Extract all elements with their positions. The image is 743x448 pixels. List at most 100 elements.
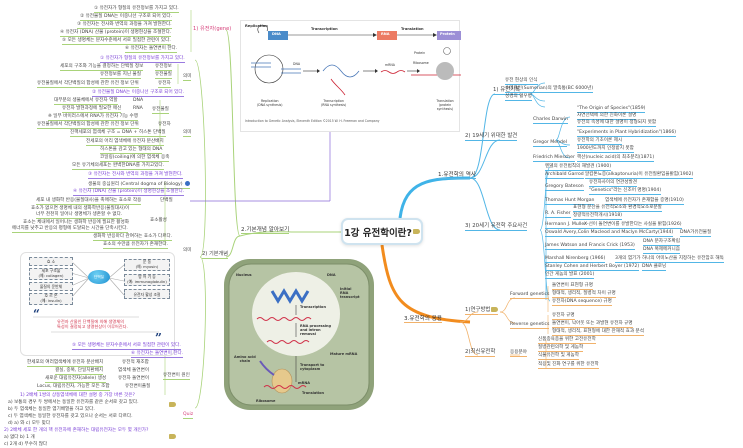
event[interactable]: 인간 게놈의 발표 (2001) [545,272,595,279]
forward-item[interactable]: 형태적, 생리적, 질병적 차이 규명 [552,291,616,298]
application-sub1[interactable]: 1)연구방법 [465,307,499,315]
event-item[interactable]: "Genetics"라는 신조어 명명(1904) [589,188,662,195]
concept-row: 효소는 체내에서 일어나는 생화학 반응에 필요한 활성화 [23,220,129,225]
event-item[interactable]: X-선이 돌연변이를 유발한다는 사실을 밝힘(1926) [584,222,682,229]
event-item[interactable]: 염색체에 유전자가 존재함을 증명(1910) [605,198,684,205]
concept-row: 유전자 발현과정에 필요한 매신 [62,106,122,113]
quiz-option[interactable]: c) 두 염색체는 동일한 유전자를 갖고 있으나 순서는 서로 다르다. [8,414,133,419]
event[interactable]: James Watson and Francis Crick (1953) [545,243,635,250]
event[interactable]: Marshall Nirenberg (1966) [545,256,606,263]
history-sub3[interactable]: 3) 20세기 유전학 주요사건 [465,223,528,231]
event[interactable]: R. A. Fisher [545,211,571,218]
quiz-option[interactable]: d) a) 와 c) 모두 맞다 [8,421,51,426]
history-sub1-item[interactable]: 수메르인(Sumerian)의 말족통(BC 6000년) [505,86,594,93]
concept-1-title[interactable]: ① 유전자가 형질의 유전정보를 가지고 있다. [100,56,185,63]
applied-item[interactable]: 신품종육종을 위한 고전유전학 [538,337,596,344]
concept-row: 세포 내 생화학 반응(물질대사)을 촉매하는 효소로 작용 [36,198,142,205]
quiz-option[interactable]: a) 없다 b) 1 개 [4,435,35,440]
miescher-item[interactable]: 핵산(nucleic acid)의 최초분리(1871) [577,155,655,162]
history-sub2[interactable]: 2) 19세기 위대한 발견 [465,133,518,141]
mendel-item[interactable]: 유전학의 기초이론 제시 [577,138,623,145]
gene-item[interactable]: ⑤ 모든 생명체는 분자수준에서 서로 밀접한 관련이 있다. [62,38,171,45]
mrna-label: mRNA [298,381,310,385]
central-dogma-figure: Replication DNA Transcription RNA Transl… [240,20,461,132]
event-item[interactable]: 알캅톤뇨증(alkaptonuria)이 유전질환임을밝힘(1902) [585,172,694,179]
event-item[interactable]: 표현형 분산을 유전적요소와 환경적요소로분할 [573,205,662,212]
event[interactable]: 멘델의 유전법칙의 재발견 (1900) [545,164,612,171]
event-item[interactable]: 3개의 염기가 하나의 아미노산을 지정하는 유전암호 해독 [615,256,724,263]
concept-row-tag: 유전적 재조합 [122,360,149,365]
concept-2-title[interactable]: ② 유전물질 DNA는 이중나선 구조로 되어 있다. [92,90,185,97]
dna-box-label: DNA [272,32,281,36]
quiz-option[interactable]: a) 보통의 경우 두 쌍에서는 동일한 유전자를 같은 순서로 갖고 있다. [8,400,139,405]
application-sub1-label: 1)연구방법 [465,307,491,313]
concept-3-title[interactable]: ③ 유전자는 전사와 번역의 과정을 거쳐 발현한다. [88,172,183,179]
event-item[interactable]: DNA 분자구조확립 [643,239,680,246]
event-item[interactable]: DNA 클로닝 [642,264,667,271]
gene-node[interactable]: 1) 유전자(gene) [193,26,232,32]
history-sub1-item[interactable]: 유전 현상의 인식 [505,78,538,85]
branch-basics[interactable]: 2.기본개념 알아보기 [241,227,290,234]
reverse-item[interactable]: 돌연변이, 낙아웃 또는 과발현 유전자 규명 [552,321,633,328]
reverse-item[interactable]: 유전자 규명 [552,313,575,320]
event[interactable]: Thomas Hunt Morgan [545,198,595,205]
mendel-item[interactable]: 1900년도까지 인정받지 못함 [577,146,634,153]
mendel-item[interactable]: "Experiments in Plant Hybridization"(186… [577,130,677,137]
event-item[interactable]: 정량적유전학개시(1918) [573,213,623,220]
concept-6-title[interactable]: ⑥ 유전자는 돌연변이 한다. [131,351,184,358]
darwin-item[interactable]: 유전의 속성에 대한 설명이 정형되지 못함 [577,120,657,127]
person-darwin[interactable]: Charles Darwin [533,117,568,124]
branch-application[interactable]: 3.유전학의 응용 [404,316,442,323]
concept-row: 히스톤을 감고 있는 형태의 DNA [100,147,163,154]
forward-item[interactable]: 유전자(DNA sequence) 규명 [552,299,612,306]
person-miescher[interactable]: Friedrich Miescher [533,155,575,162]
person-mendel[interactable]: Gregor Mendel [533,140,567,147]
gene-item[interactable]: ④ 유전자 (DNA) 산물 (protein)이 생명현상을 조절한다. [60,30,172,37]
group-applied-fields[interactable]: 응용분야 [510,350,527,357]
quiz-node[interactable]: Quiz [183,412,194,419]
concepts-node[interactable]: 2) 기본개념 [202,251,229,259]
info-icon [184,181,190,186]
applied-item[interactable]: 질병관련의학 및 게놈학 [538,345,584,352]
quiz-question-2: 2) 2배체 세포 한 개의 핵 유전자에 존재하는 대립유전자는 모두 몇 개… [4,428,149,433]
darwin-item[interactable]: "The Origin of Species"(1859) [577,106,646,113]
meaning-tag: 의미 [183,130,192,137]
event-item[interactable]: DNA가유전물질 [680,230,712,237]
applied-item[interactable]: 적응및 진화 연구를 위한 유전학 [538,362,599,369]
protein-function-panel: 효 소 세포 구조물 (예: collagen) 물질의 운반체 호 르 몬 (… [20,252,175,356]
event-item[interactable]: DNA 복제메커니즘 [643,247,680,254]
event[interactable]: Gregory Bateson [545,184,584,191]
forward-item[interactable]: 돌연변이 표현형 규명 [552,283,593,290]
concept-row: 새로운 대립유전자(allele) 생성 [45,376,107,383]
event[interactable]: Archibald Garrod [545,172,584,179]
ribosome-label: Ribosome [256,399,276,403]
history-sub1[interactable]: 1) 유전기록 [493,87,521,95]
group-forward-genetics[interactable]: Forward genetics [510,292,550,299]
event[interactable]: Stanley Cohen and Herbert Boyer (1972) [545,264,640,271]
central-dogma[interactable]: 생물의 중심원리 (Central dogma of Biology) [88,181,190,189]
central-topic-label: 1강 유전학이란? [344,227,412,239]
gene-item[interactable]: ③ 유전자는 전사와 번역의 과정을 거쳐 발현한다. [77,22,172,29]
history-sub1-item[interactable]: 성경의 혈우병 [505,94,532,101]
branch-history[interactable]: 1.유전학의 역사 [438,172,476,179]
quiz-option[interactable]: c) 2개 d) 무수히 많다 [4,442,48,447]
history-sub1-label: 1) 유전기록 [493,87,521,93]
gene-item[interactable]: ② 유전물질 DNA는 이중나선 구조로 되어 있다. [80,14,173,21]
darwin-item[interactable]: 자연선택에 의한 진화이론 설명 [577,113,637,120]
concept-5-title[interactable]: ⑤ 모든 생명체는 분자수준에서 서로 밀접한 관련이 있다. [72,343,181,350]
quiz-option[interactable]: b) 두 염색체는 동일한 염기배열을 하고 있다. [8,407,95,412]
applied-item[interactable]: 식물유전학 및 게놈학 [538,353,579,360]
group-reverse-genetics[interactable]: Reverse genetics [510,322,550,329]
reverse-item[interactable]: 형태적, 생리적, 표현형에 대한 잔해적 효과 분석 [552,329,644,336]
event-item[interactable]: 유전자사이의 연관성발견 [589,180,637,187]
translation-label: Translation [401,27,424,31]
gene-item[interactable]: ⑥ 유전자는 돌연변이 한다. [125,46,178,53]
event[interactable]: Oswald Avery,Colin Macleod and Maclyn Mc… [545,230,674,237]
event[interactable]: Hermann J. Muller [545,222,587,229]
protein-hub: 단백질 [88,270,110,284]
concept-row: Locus, 대립유전자, 가능한 모든 조합 [37,384,110,391]
concept-4-title[interactable]: ④ 유전자 (DNA) 산물 (protein)이 생명현상을 조절한다. [73,189,185,196]
central-topic[interactable]: 1강 유전학이란? [341,218,423,245]
application-sub2[interactable]: 2)최신유전학 [465,349,496,357]
gene-item[interactable]: ① 유전자가 형질의 유전정보를 가지고 있다. [94,6,179,13]
